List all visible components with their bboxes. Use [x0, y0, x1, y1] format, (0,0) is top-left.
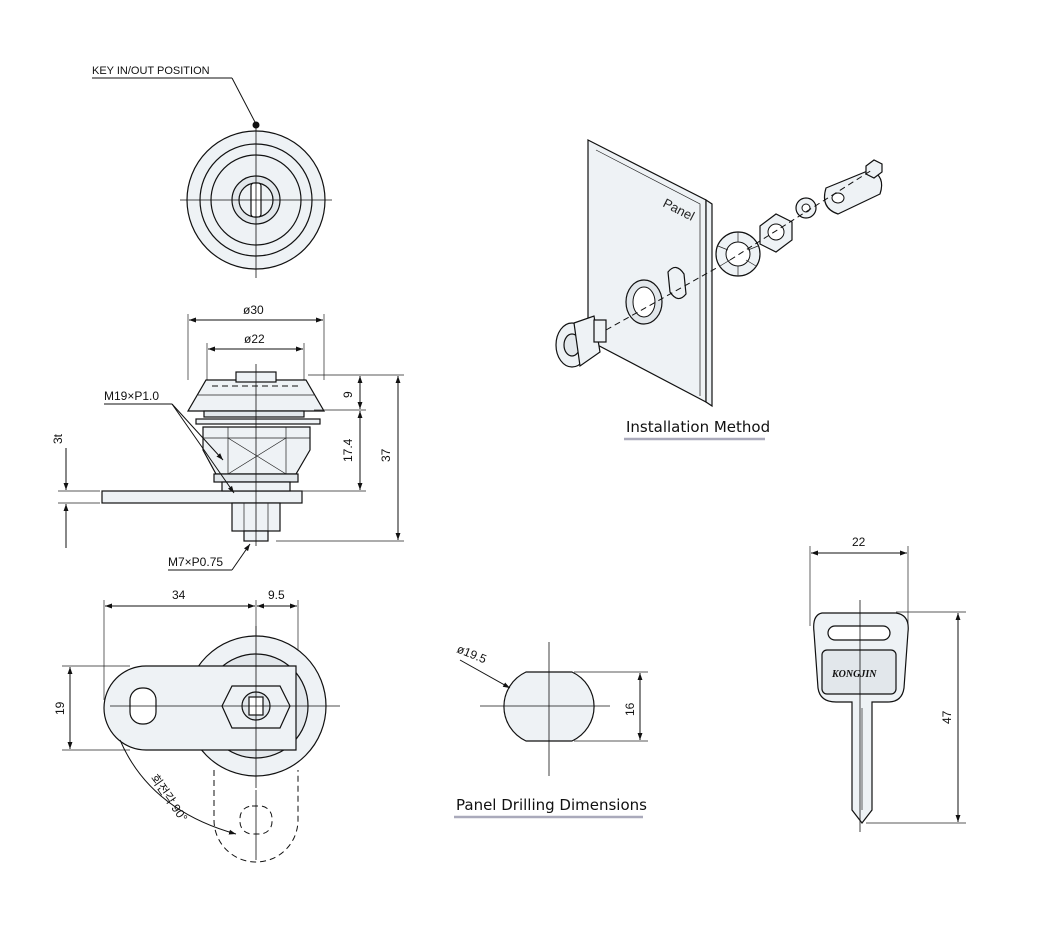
hex-nut — [202, 426, 311, 475]
panel-drilling-view: 16 ø19.5 Panel Drilling Dimensions — [454, 642, 648, 819]
caption-drilling: Panel Drilling Dimensions — [456, 796, 647, 814]
side-view: ø30 ø22 M19×P1.0 M7× — [51, 303, 404, 571]
label-rotation: 회전각 90° — [148, 772, 191, 825]
key-label-plate — [821, 649, 897, 695]
dim-34: 34 — [172, 588, 186, 602]
panel-slot-hole — [667, 266, 687, 300]
dim-22: 22 — [852, 535, 866, 549]
dim-47: 47 — [940, 710, 954, 724]
key-body — [813, 612, 909, 824]
dim-19: 19 — [53, 701, 67, 715]
installation-method-view: Panel Installation Method — [555, 139, 883, 441]
dim-37: 37 — [379, 448, 393, 462]
dim-dia22: ø22 — [244, 332, 265, 346]
label-thread-main: M19×P1.0 — [104, 389, 159, 403]
panel-sheet — [587, 139, 707, 403]
panel-plate-top — [195, 418, 321, 425]
label-key-in-out: KEY IN/OUT POSITION — [92, 65, 210, 77]
dim-dia19-5: ø19.5 — [455, 642, 489, 667]
key-ring-hole — [827, 625, 891, 641]
cam-rotated-outline — [213, 770, 299, 863]
leader-key-in-out-d — [231, 77, 257, 125]
dim-3t: 3t — [51, 433, 65, 444]
top-view-key-face: KEY IN/OUT POSITION — [92, 65, 332, 278]
dim-9-5: 9.5 — [268, 588, 285, 602]
head-flange — [203, 410, 305, 418]
cam-plate — [101, 490, 303, 504]
label-thread-small: M7×P0.75 — [168, 555, 223, 569]
install-small-nut — [865, 159, 883, 179]
key-view: 22 KONGJIN 47 — [809, 535, 966, 832]
rotation-arc — [119, 739, 237, 835]
key-brand: KONGJIN — [831, 669, 877, 680]
dim-9: 9 — [341, 391, 355, 398]
dim-16: 16 — [623, 702, 637, 716]
caption-installation: Installation Method — [626, 418, 770, 436]
dim-dia30: ø30 — [243, 303, 264, 317]
dim-17-4: 17.4 — [341, 438, 355, 462]
bottom-view-cam: 34 9.5 19 회전각 90° — [53, 588, 340, 863]
